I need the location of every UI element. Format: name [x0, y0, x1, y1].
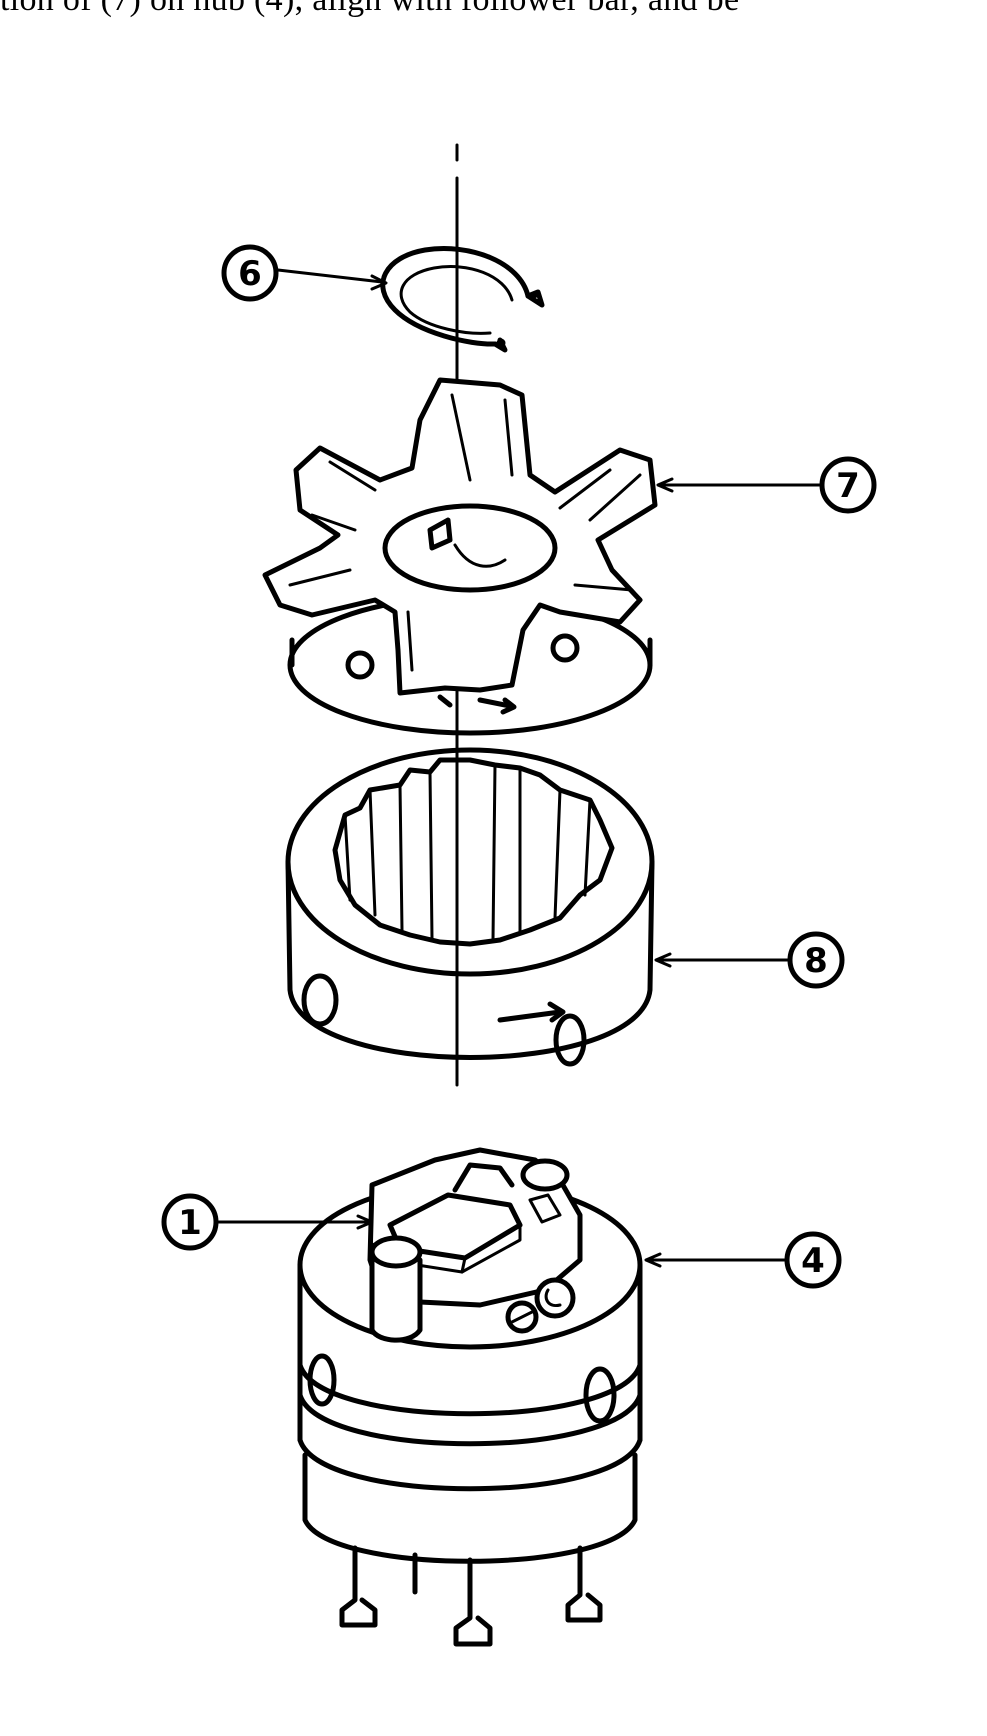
bottom-pins — [339, 1545, 603, 1647]
snap-ring-part-6 — [380, 246, 545, 353]
callout-6-label: 6 — [238, 254, 262, 294]
callout-6: 6 — [221, 244, 388, 302]
callout-1: 1 — [161, 1193, 374, 1251]
callout-8-label: 8 — [804, 941, 828, 981]
callout-7-label: 7 — [836, 466, 860, 506]
callout-8: 8 — [654, 931, 845, 989]
callout-7: 7 — [656, 456, 877, 514]
callout-4-label: 4 — [801, 1241, 825, 1281]
hub-sleeve-part-8 — [285, 747, 655, 1067]
spider-part-7 — [262, 377, 658, 736]
hub-assembly-part-4 — [297, 1147, 643, 1647]
callout-1-label: 1 — [178, 1203, 202, 1243]
follower-bar-part-1 — [387, 1158, 570, 1274]
callout-4: 4 — [644, 1231, 842, 1289]
cut-off-instruction-text: tion of (7) on hub (4), align with follo… — [0, 0, 987, 20]
